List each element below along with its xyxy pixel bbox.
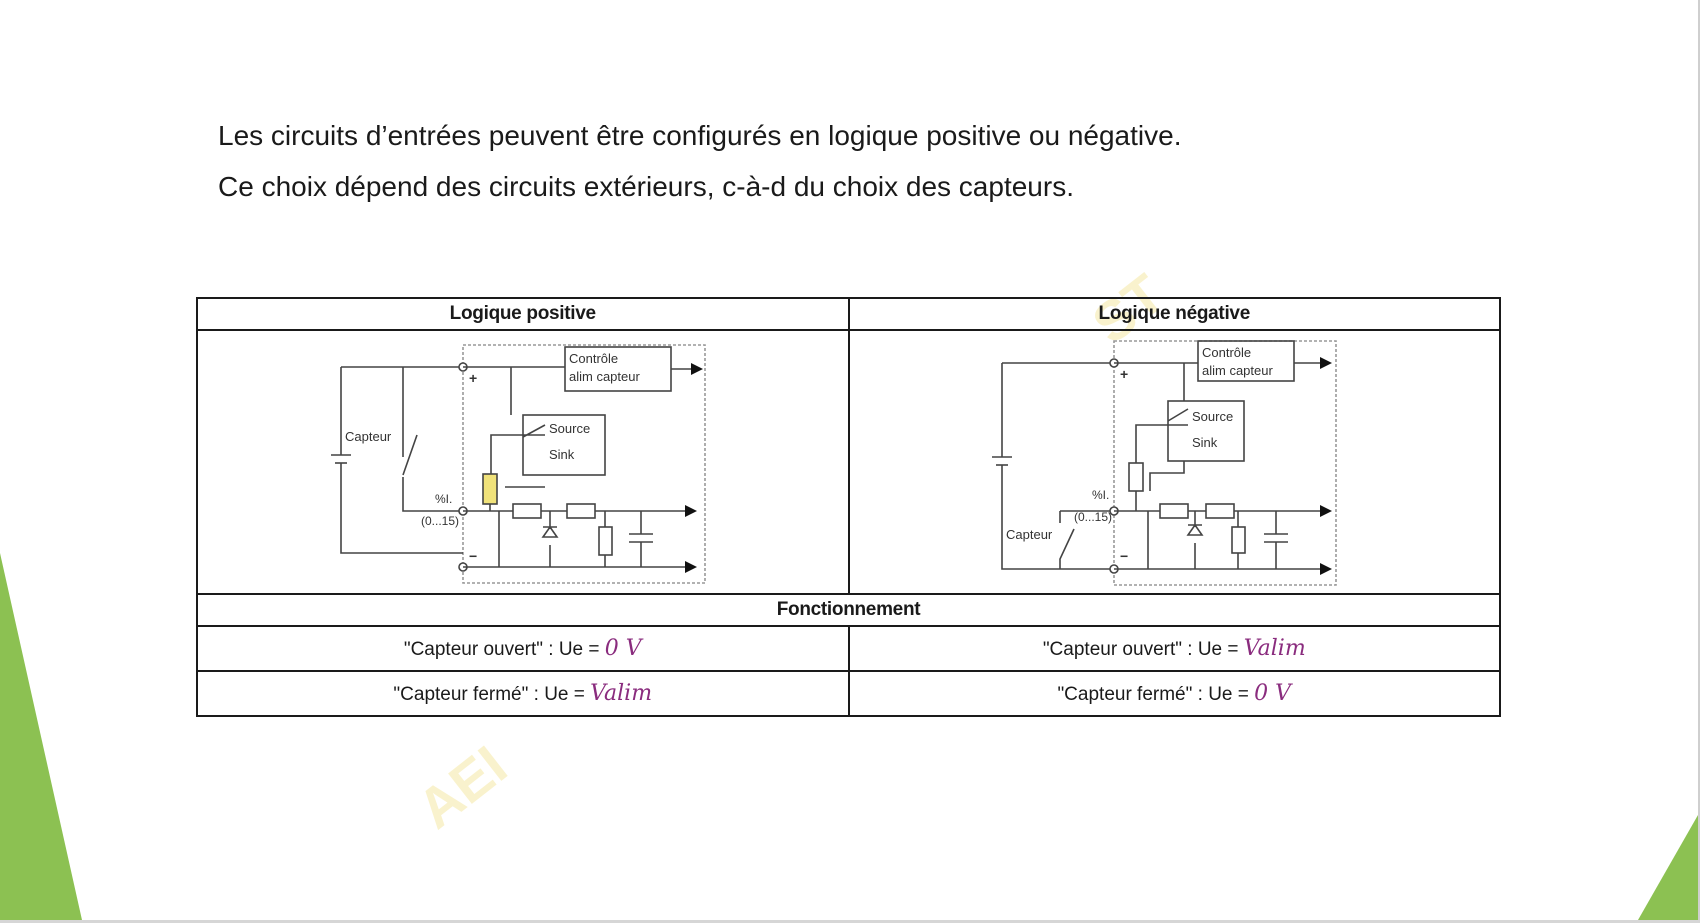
input-resistor <box>481 473 498 505</box>
header-positive-logic: Logique positive <box>196 297 850 331</box>
negative-logic-diagram-cell: Contrôle alim capteur Source Sink Capteu… <box>847 329 1501 595</box>
positive-closed-cell: "Capteur fermé" : Ue = Valim <box>196 670 850 717</box>
minus-sign: − <box>469 548 477 564</box>
negative-logic-circuit: Contrôle alim capteur Source Sink Capteu… <box>992 340 1338 586</box>
capteur-label: Capteur <box>1006 527 1053 542</box>
intro-line-2: Ce choix dépend des circuits extérieurs,… <box>218 171 1074 202</box>
condition-label: "Capteur ouvert" : Ue = <box>403 639 605 660</box>
source-sink-box <box>521 414 606 476</box>
sink-label: Sink <box>1192 435 1218 450</box>
green-triangle-left <box>0 553 82 920</box>
module-boundary <box>461 344 706 584</box>
condition-label: "Capteur fermé" : Ue = <box>393 684 591 705</box>
header-negative-logic: Logique négative <box>847 297 1501 331</box>
table-row: "Capteur ouvert" : Ue = 0 V "Capteur ouv… <box>196 625 1501 672</box>
input-label: %I. <box>1092 488 1109 502</box>
function-header-row: Fonctionnement <box>196 593 1501 627</box>
plus-sign: + <box>469 370 477 386</box>
sink-label: Sink <box>549 447 575 462</box>
control-box <box>1197 340 1296 382</box>
table-header-row: Logique positive Logique négative <box>196 297 1501 331</box>
diagram-row: Contrôle alim capteur Source Sink Capteu… <box>196 329 1501 595</box>
voltage-value: Valim <box>590 681 653 706</box>
intro-line-1: Les circuits d’entrées peuvent être conf… <box>218 120 1182 151</box>
slide-border-right <box>1698 0 1700 923</box>
plus-sign: + <box>1120 366 1128 382</box>
minus-sign: − <box>1120 548 1128 564</box>
logic-comparison-table: Logique positive Logique négative <box>196 297 1501 717</box>
positive-logic-circuit: Contrôle alim capteur Source Sink Capteu… <box>330 344 706 584</box>
input-range-label: (0...15) <box>421 514 459 528</box>
source-label: Source <box>549 421 590 436</box>
condition-label: "Capteur ouvert" : Ue = <box>1042 639 1244 660</box>
voltage-value: 0 V <box>1254 681 1292 706</box>
source-label: Source <box>1192 409 1233 424</box>
input-resistor <box>1128 462 1145 492</box>
function-header: Fonctionnement <box>196 593 1501 627</box>
negative-closed-cell: "Capteur fermé" : Ue = 0 V <box>847 670 1501 717</box>
capteur-label: Capteur <box>345 429 392 444</box>
control-label-2: alim capteur <box>1202 363 1273 378</box>
control-label-2: alim capteur <box>569 369 640 384</box>
table-row: "Capteur fermé" : Ue = Valim "Capteur fe… <box>196 670 1501 717</box>
input-range-label: (0...15) <box>1074 510 1112 524</box>
intro-text: Les circuits d’entrées peuvent être conf… <box>218 110 1181 212</box>
positive-open-cell: "Capteur ouvert" : Ue = 0 V <box>196 625 850 672</box>
control-label-1: Contrôle <box>1202 345 1251 360</box>
condition-label: "Capteur fermé" : Ue = <box>1057 684 1255 705</box>
source-sink-box <box>1167 400 1246 462</box>
input-label: %I. <box>435 492 452 506</box>
voltage-value: Valim <box>1243 636 1306 661</box>
voltage-value: 0 V <box>604 636 642 661</box>
slide-border-bottom <box>0 920 1700 923</box>
negative-open-cell: "Capteur ouvert" : Ue = Valim <box>847 625 1501 672</box>
positive-logic-diagram-cell: Contrôle alim capteur Source Sink Capteu… <box>196 329 850 595</box>
control-label-1: Contrôle <box>569 351 618 366</box>
green-triangle-right <box>1638 815 1698 920</box>
